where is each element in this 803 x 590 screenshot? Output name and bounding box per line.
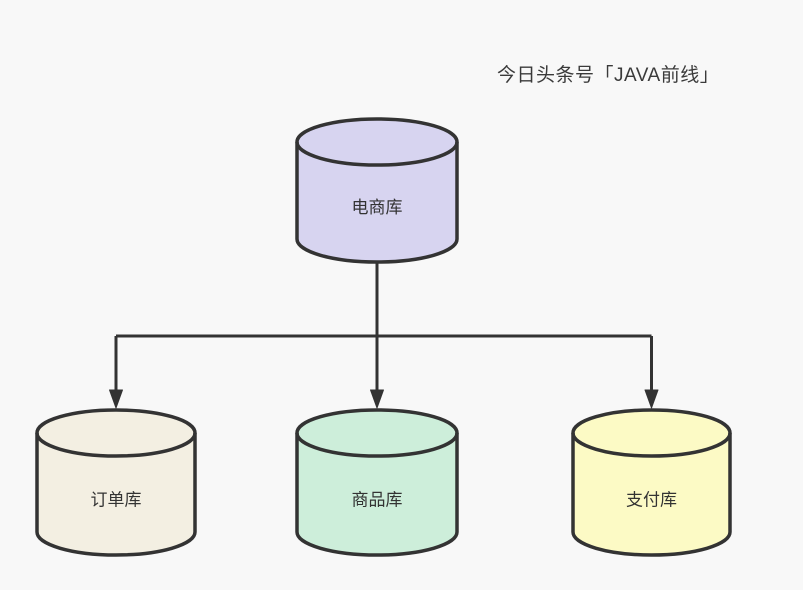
edge-trunk-line (116, 262, 652, 338)
cylinder-shape (35, 408, 197, 557)
cylinder-lid-shape (35, 432, 197, 458)
db-label-order: 订单库 (91, 490, 142, 509)
db-label-payment: 支付库 (626, 490, 677, 509)
arrowhead-icon (644, 389, 659, 409)
db-cylinder-payment: 支付库 (571, 408, 732, 557)
cylinder-shape (295, 408, 459, 557)
db-label-root: 电商库 (352, 198, 403, 217)
cylinder-lid-shape (295, 432, 459, 458)
connector-edges (109, 262, 659, 409)
cylinder-shape (571, 408, 732, 557)
db-label-product: 商品库 (352, 490, 403, 509)
db-cylinder-root: 电商库 (295, 117, 459, 264)
cylinder-lid-shape (295, 141, 459, 167)
db-cylinder-product: 商品库 (295, 408, 459, 557)
arrowhead-icon (370, 389, 384, 409)
db-cylinder-order: 订单库 (35, 408, 197, 557)
cylinder-shape (295, 117, 459, 264)
watermark-text: 今日头条号「JAVA前线」 (497, 65, 720, 86)
cylinder-lid-shape (571, 432, 732, 458)
arrowhead-icon (109, 389, 123, 409)
